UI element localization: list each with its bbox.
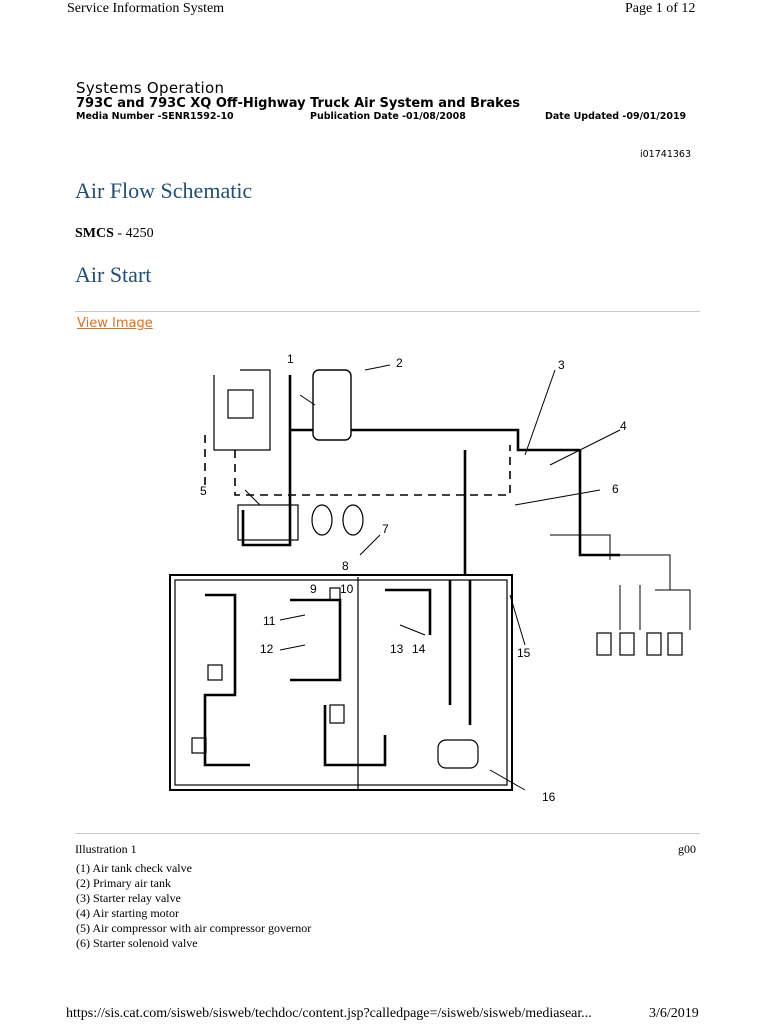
callout-10: 10 [340,582,354,596]
air-flow-schematic: 1 2 3 4 5 6 7 8 9 10 11 12 13 14 15 16 [169,352,691,804]
callout-4: 4 [620,419,627,433]
smcs-label: SMCS [75,226,114,241]
callout-8: 8 [342,559,349,573]
doc-category: Systems Operation [76,79,225,97]
callout-15: 15 [517,646,531,660]
callout-2: 2 [396,356,403,370]
smcs-line: SMCS - 4250 [75,226,154,242]
callout-5: 5 [200,484,207,498]
callout-7: 7 [382,522,389,536]
caption-divider [75,833,700,834]
callout-13: 13 [390,642,404,656]
publication-date: Publication Date -01/08/2008 [310,111,466,122]
callout-6: 6 [612,482,619,496]
divider [75,311,700,312]
footer-url: https://sis.cat.com/sisweb/sisweb/techdo… [66,1006,592,1021]
view-image-link[interactable]: View Image [77,316,153,331]
illustration-caption: Illustration 1 [75,842,137,856]
callout-1: 1 [287,352,294,366]
legend-item: (2) Primary air tank [76,876,171,890]
callout-14: 14 [412,642,426,656]
page-number: Page 1 of 12 [625,1,696,16]
legend-item: (1) Air tank check valve [76,861,192,875]
callout-3: 3 [558,358,565,372]
section-heading: Air Start [75,262,152,287]
legend-item: (3) Starter relay valve [76,891,181,905]
legend-item: (5) Air compressor with air compressor g… [76,921,312,935]
doc-title: 793C and 793C XQ Off-Highway Truck Air S… [76,96,521,111]
callout-16: 16 [542,790,556,804]
page-heading: Air Flow Schematic [75,178,253,203]
smcs-value: - 4250 [113,226,154,241]
callout-9: 9 [310,582,317,596]
footer-date: 3/6/2019 [649,1006,699,1021]
callout-12: 12 [260,642,274,656]
date-updated: Date Updated -09/01/2019 [545,111,687,122]
system-name: Service Information System [67,1,225,16]
legend-item: (6) Starter solenoid valve [76,936,198,950]
media-number: Media Number -SENR1592-10 [76,111,234,122]
document-id: i01741363 [640,149,691,160]
callout-11: 11 [263,614,276,628]
graphic-reference: g00 [678,842,696,856]
legend-item: (4) Air starting motor [76,906,179,920]
